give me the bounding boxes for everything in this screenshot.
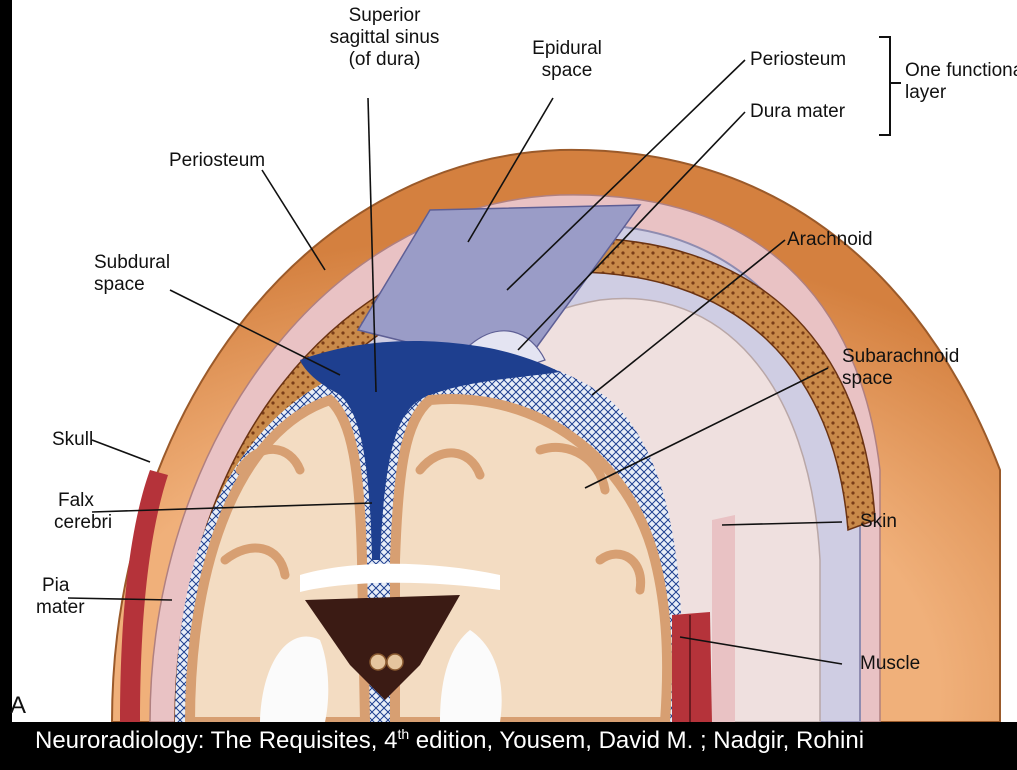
label-subarachnoid-space: Subarachnoid space <box>842 346 959 390</box>
label-line: cerebri <box>54 512 112 534</box>
fornix-right <box>387 654 403 670</box>
citation-text: Neuroradiology: The Requisites, 4th edit… <box>35 726 864 755</box>
label-line: layer <box>905 82 1017 104</box>
label-line: sagittal sinus <box>312 27 457 49</box>
label-skin: Skin <box>860 511 897 533</box>
label-line: Superior <box>312 5 457 27</box>
label-line: space <box>94 274 170 296</box>
fornix-left <box>370 654 386 670</box>
label-line: Subarachnoid <box>842 346 959 368</box>
label-subdural-space: Subdural space <box>94 252 170 296</box>
label-pia-mater: Pia mater <box>36 575 85 619</box>
citation-part: Neuroradiology: The Requisites, 4 <box>35 727 397 754</box>
label-muscle: Muscle <box>860 653 920 675</box>
label-periosteum-left: Periosteum <box>169 150 265 172</box>
label-line: mater <box>36 597 85 619</box>
citation-part: edition, Yousem, David M. ; Nadgir, Rohi… <box>409 727 864 754</box>
label-skull: Skull <box>52 429 93 451</box>
label-line: Epidural <box>517 38 617 60</box>
functional-layer-brace-tick <box>891 82 901 84</box>
label-line: space <box>842 368 959 390</box>
label-line: Subdural <box>94 252 170 274</box>
label-line: Falx <box>54 490 112 512</box>
label-dura-mater: Dura mater <box>750 101 845 123</box>
label-line: (of dura) <box>312 49 457 71</box>
label-epidural-space: Epidural space <box>517 38 617 82</box>
illustration-panel: Superior sagittal sinus (of dura) Epidur… <box>12 0 1017 722</box>
muscle-right <box>672 612 712 722</box>
label-line: Pia <box>36 575 85 597</box>
label-falx-cerebri: Falx cerebri <box>54 490 112 534</box>
citation-superscript: th <box>397 726 409 742</box>
panel-letter: A <box>10 692 26 720</box>
label-one-functional-layer: One functional layer <box>905 60 1017 104</box>
functional-layer-brace <box>879 36 891 136</box>
label-line: One functional <box>905 60 1017 82</box>
label-superior-sagittal-sinus: Superior sagittal sinus (of dura) <box>312 5 457 71</box>
label-periosteum-top: Periosteum <box>750 49 846 71</box>
label-arachnoid: Arachnoid <box>787 229 873 251</box>
label-line: space <box>517 60 617 82</box>
